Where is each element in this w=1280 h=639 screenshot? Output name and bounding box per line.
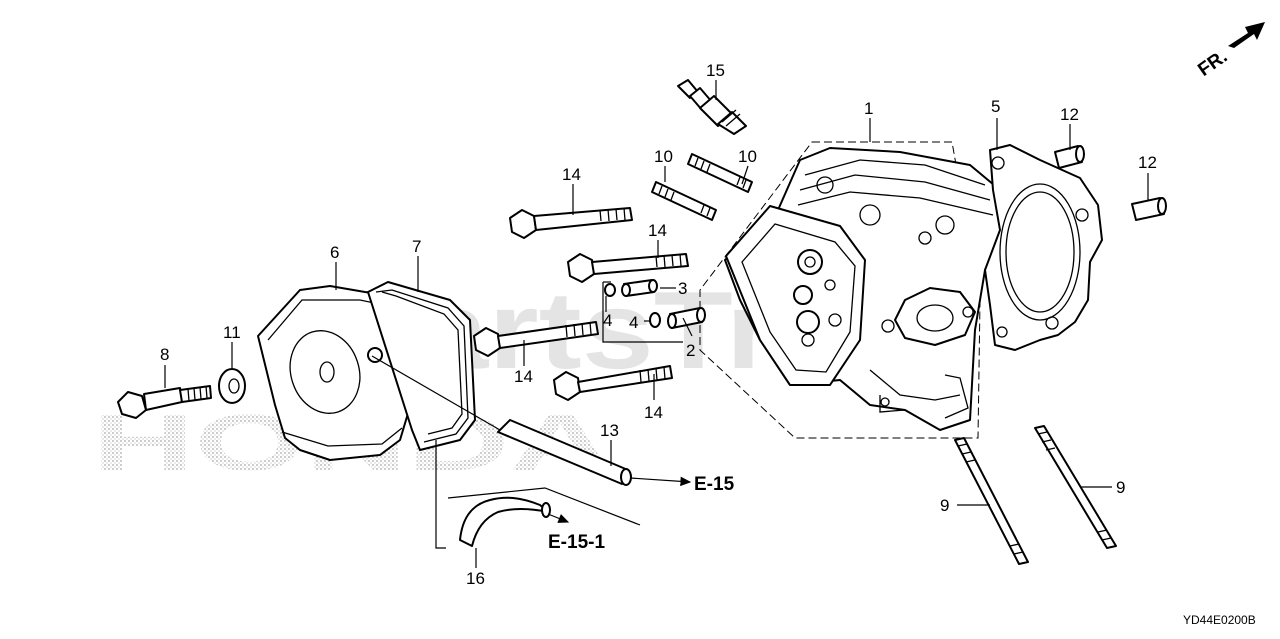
long-stud-left (954, 437, 1029, 565)
head-cover-gasket (367, 281, 476, 451)
head-cover-bolt (117, 385, 212, 419)
callout-12-right: 12 (1138, 153, 1157, 172)
callout-3: 3 (678, 279, 687, 298)
callout-4-lower: 4 (629, 313, 638, 332)
callout-labels: 1 2 3 4 4 5 6 7 8 9 9 10 10 11 12 12 13 … (160, 61, 1157, 588)
spark-plug (677, 79, 747, 135)
reference-e15-1: E-15-1 (548, 532, 605, 553)
callout-7: 7 (412, 237, 421, 256)
callout-14-lower: 14 (644, 403, 663, 422)
breather-hose (447, 487, 641, 547)
front-direction-indicator: FR. (1194, 22, 1265, 81)
callout-10-left: 10 (654, 147, 673, 166)
arrow-right-up-icon (1228, 22, 1265, 48)
breather-tube (497, 419, 632, 486)
callout-13: 13 (600, 421, 619, 440)
cylinder-head-assembly (699, 141, 1006, 439)
o-ring-upper (604, 283, 616, 297)
callout-1: 1 (864, 99, 873, 118)
callout-14-long: 14 (514, 367, 533, 386)
callout-16: 16 (466, 569, 485, 588)
diagram-code: YD44E0200B (1183, 613, 1256, 627)
head-gasket (984, 144, 1103, 351)
callout-11: 11 (223, 323, 241, 342)
stud-bolt-lower (651, 181, 717, 221)
flange-bolt-long (473, 321, 599, 357)
dowel-pin-lower (667, 307, 706, 329)
callout-15: 15 (706, 61, 725, 80)
callout-14-top: 14 (562, 165, 581, 184)
long-stud-right (1034, 425, 1117, 549)
flange-bolt-lower (553, 365, 673, 401)
stud-bolt-upper (687, 153, 753, 193)
flange-bolt-upper (509, 207, 633, 239)
callout-4-upper: 4 (603, 311, 612, 330)
callout-9-left: 9 (940, 496, 949, 515)
dowel-pin-upper (621, 279, 658, 297)
o-ring-group-bracket (602, 281, 683, 343)
callout-14-mid: 14 (648, 221, 667, 240)
callout-9-right: 9 (1116, 478, 1125, 497)
callout-2: 2 (686, 341, 695, 360)
leader-lines (164, 80, 1149, 568)
washer (218, 368, 246, 404)
callout-10-right: 10 (738, 147, 757, 166)
dowel-pin-right (1131, 197, 1167, 221)
dowel-pin-top (1054, 145, 1085, 169)
callout-6: 6 (330, 243, 339, 262)
o-ring-lower (649, 312, 661, 328)
callout-12-top: 12 (1060, 105, 1079, 124)
reference-e15: E-15 (694, 474, 735, 495)
front-label: FR. (1194, 46, 1231, 81)
callout-5: 5 (991, 97, 1000, 116)
flange-bolt-mid (567, 253, 689, 283)
callout-8: 8 (160, 345, 169, 364)
